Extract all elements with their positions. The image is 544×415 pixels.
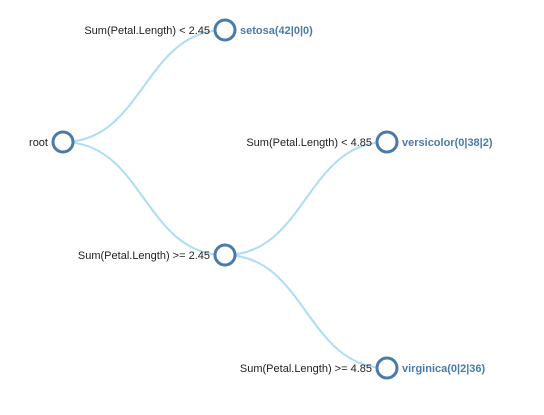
link-right-virginica: [224, 254, 388, 369]
tree-node-root[interactable]: root: [29, 130, 75, 154]
link-right-versicolor: [224, 141, 388, 256]
leaf-class-label: setosa(42|0|0): [240, 25, 313, 37]
split-condition-label: Sum(Petal.Length) >= 2.45: [78, 250, 210, 262]
leaf-class-label: virginica(0|2|36): [402, 363, 486, 375]
node-circle[interactable]: [213, 243, 237, 267]
node-circle[interactable]: [51, 130, 75, 154]
node-circle[interactable]: [375, 356, 399, 380]
split-condition-label: Sum(Petal.Length) >= 4.85: [240, 363, 372, 375]
root-label: root: [29, 137, 48, 149]
node-circle[interactable]: [375, 130, 399, 154]
tree-node-virginica[interactable]: Sum(Petal.Length) >= 4.85 virginica(0|2|…: [240, 356, 486, 380]
tree-node-versicolor[interactable]: Sum(Petal.Length) < 4.85 versicolor(0|38…: [246, 130, 493, 154]
leaf-class-label: versicolor(0|38|2): [402, 137, 493, 149]
tree-node-setosa[interactable]: Sum(Petal.Length) < 2.45 setosa(42|0|0): [84, 18, 313, 42]
split-condition-label: Sum(Petal.Length) < 2.45: [84, 25, 210, 37]
link-root-right: [62, 141, 226, 256]
node-circle[interactable]: [213, 18, 237, 42]
link-root-left: [62, 29, 226, 143]
split-condition-label: Sum(Petal.Length) < 4.85: [246, 137, 372, 149]
tree-node-split[interactable]: Sum(Petal.Length) >= 2.45: [78, 243, 237, 267]
